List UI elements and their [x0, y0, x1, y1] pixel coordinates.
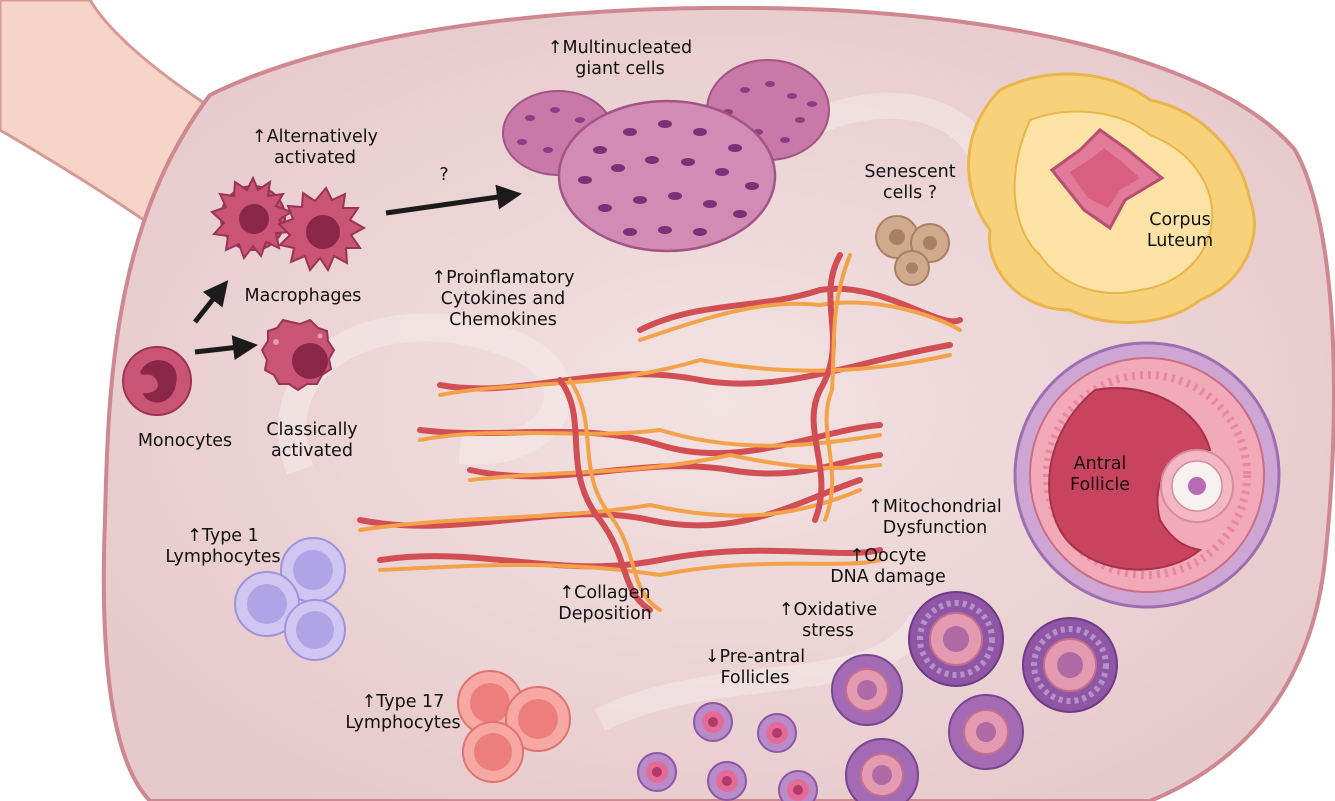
secondary-follicle [831, 654, 903, 726]
proinflammatory-cytokines-label: ↑Proinflamatory Cytokines and Chemokines [408, 268, 598, 331]
label-line: activated [271, 441, 353, 461]
type-1-lymphocytes-label: ↑Type 1 Lymphocytes [150, 526, 296, 568]
monocyte-to-macrophage-arrow [193, 280, 229, 324]
classically-activated-label: Classically activated [242, 420, 382, 462]
label-line: Chemokines [449, 310, 557, 330]
multinucleated-giant-cells-label: ↑Multinucleated giant cells [530, 38, 710, 80]
label-line: Lymphocytes [165, 547, 281, 567]
corpus-luteum-label: Corpus Luteum [1130, 210, 1230, 252]
alternatively-activated-macrophage [277, 186, 367, 273]
senescent-cells [875, 215, 950, 286]
alternatively-activated-macrophage [210, 175, 294, 261]
monocyte [122, 346, 192, 416]
label-line: ↑Proinflamatory [431, 268, 575, 288]
oxidative-stress-label: ↑Oxidative stress [758, 600, 898, 642]
label-line: Corpus [1149, 210, 1211, 230]
label-line: Macrophages [244, 286, 362, 306]
label-line: activated [274, 148, 356, 168]
label-line: Monocytes [137, 431, 233, 451]
primary-follicle [693, 702, 733, 742]
corpus-luteum [967, 72, 1256, 324]
macrophages-label: Macrophages [228, 286, 378, 307]
secondary-follicle [845, 738, 919, 801]
primary-follicle [637, 752, 677, 792]
collagen-deposition-label: ↑Collagen Deposition [535, 583, 675, 625]
label-line: ↑Type 17 [361, 692, 445, 712]
label-line: Classically [266, 420, 358, 440]
secondary-follicle [1022, 617, 1118, 713]
secondary-follicle [948, 694, 1024, 770]
label-line: ↓Pre-antral [704, 647, 806, 667]
monocyte-to-classical-arrow [194, 335, 258, 361]
stroma-swirl [594, 613, 931, 731]
type-17-lymphocytes [457, 670, 571, 783]
multinucleated-giant-cell [557, 99, 777, 253]
oocyte-dna-damage-label: ↑Oocyte DNA damage [810, 546, 966, 588]
antral-follicle-label: Antral Follicle [1055, 454, 1145, 496]
label-line: Senescent [864, 162, 956, 182]
label-line: ↑Multinucleated [547, 38, 693, 58]
alternatively-activated-label: ↑Alternatively activated [230, 127, 400, 169]
primary-follicle [757, 713, 797, 753]
collagen-fibers [357, 252, 963, 613]
label-line: stress [802, 621, 854, 641]
type-17-lymphocytes-label: ↑Type 17 Lymphocytes [330, 692, 476, 734]
label-line: ? [439, 165, 449, 185]
label-line: DNA damage [830, 567, 946, 587]
mitochondrial-dysfunction-label: ↑Mitochondrial Dysfunction [850, 497, 1020, 539]
label-line: Follicles [720, 668, 790, 688]
label-line: ↑Type 1 [187, 526, 259, 546]
type-1-lymphocytes [234, 537, 346, 661]
label-line: Dysfunction [882, 518, 988, 538]
label-line: Lymphocytes [345, 713, 461, 733]
antral-follicle [1013, 341, 1281, 609]
label-line: Follicle [1070, 475, 1130, 495]
monocytes-label: Monocytes [120, 431, 250, 452]
pre-antral-follicles-label: ↓Pre-antral Follicles [690, 647, 820, 689]
label-line: ↑Oocyte [849, 546, 927, 566]
label-line: ↑Mitochondrial [868, 497, 1002, 517]
primary-follicle [707, 761, 747, 801]
label-line: cells ? [882, 183, 938, 203]
label-line: Antral [1073, 454, 1127, 474]
label-line: ↑Collagen [559, 583, 651, 603]
senescent-cells-label: Senescent cells ? [845, 162, 975, 204]
primary-follicle [778, 770, 818, 801]
label-line: giant cells [575, 59, 665, 79]
macrophage-to-giant-cell-arrow [385, 184, 522, 216]
secondary-follicle [908, 591, 1004, 687]
label-line: ↑Alternatively [252, 127, 378, 147]
label-line: ↑Oxidative [778, 600, 878, 620]
classically-activated-macrophage [260, 318, 336, 392]
label-line: Cytokines and [440, 289, 566, 309]
label-line: Luteum [1146, 231, 1214, 251]
label-line: Deposition [558, 604, 652, 624]
unknown-transition-question-mark: ? [432, 165, 456, 186]
